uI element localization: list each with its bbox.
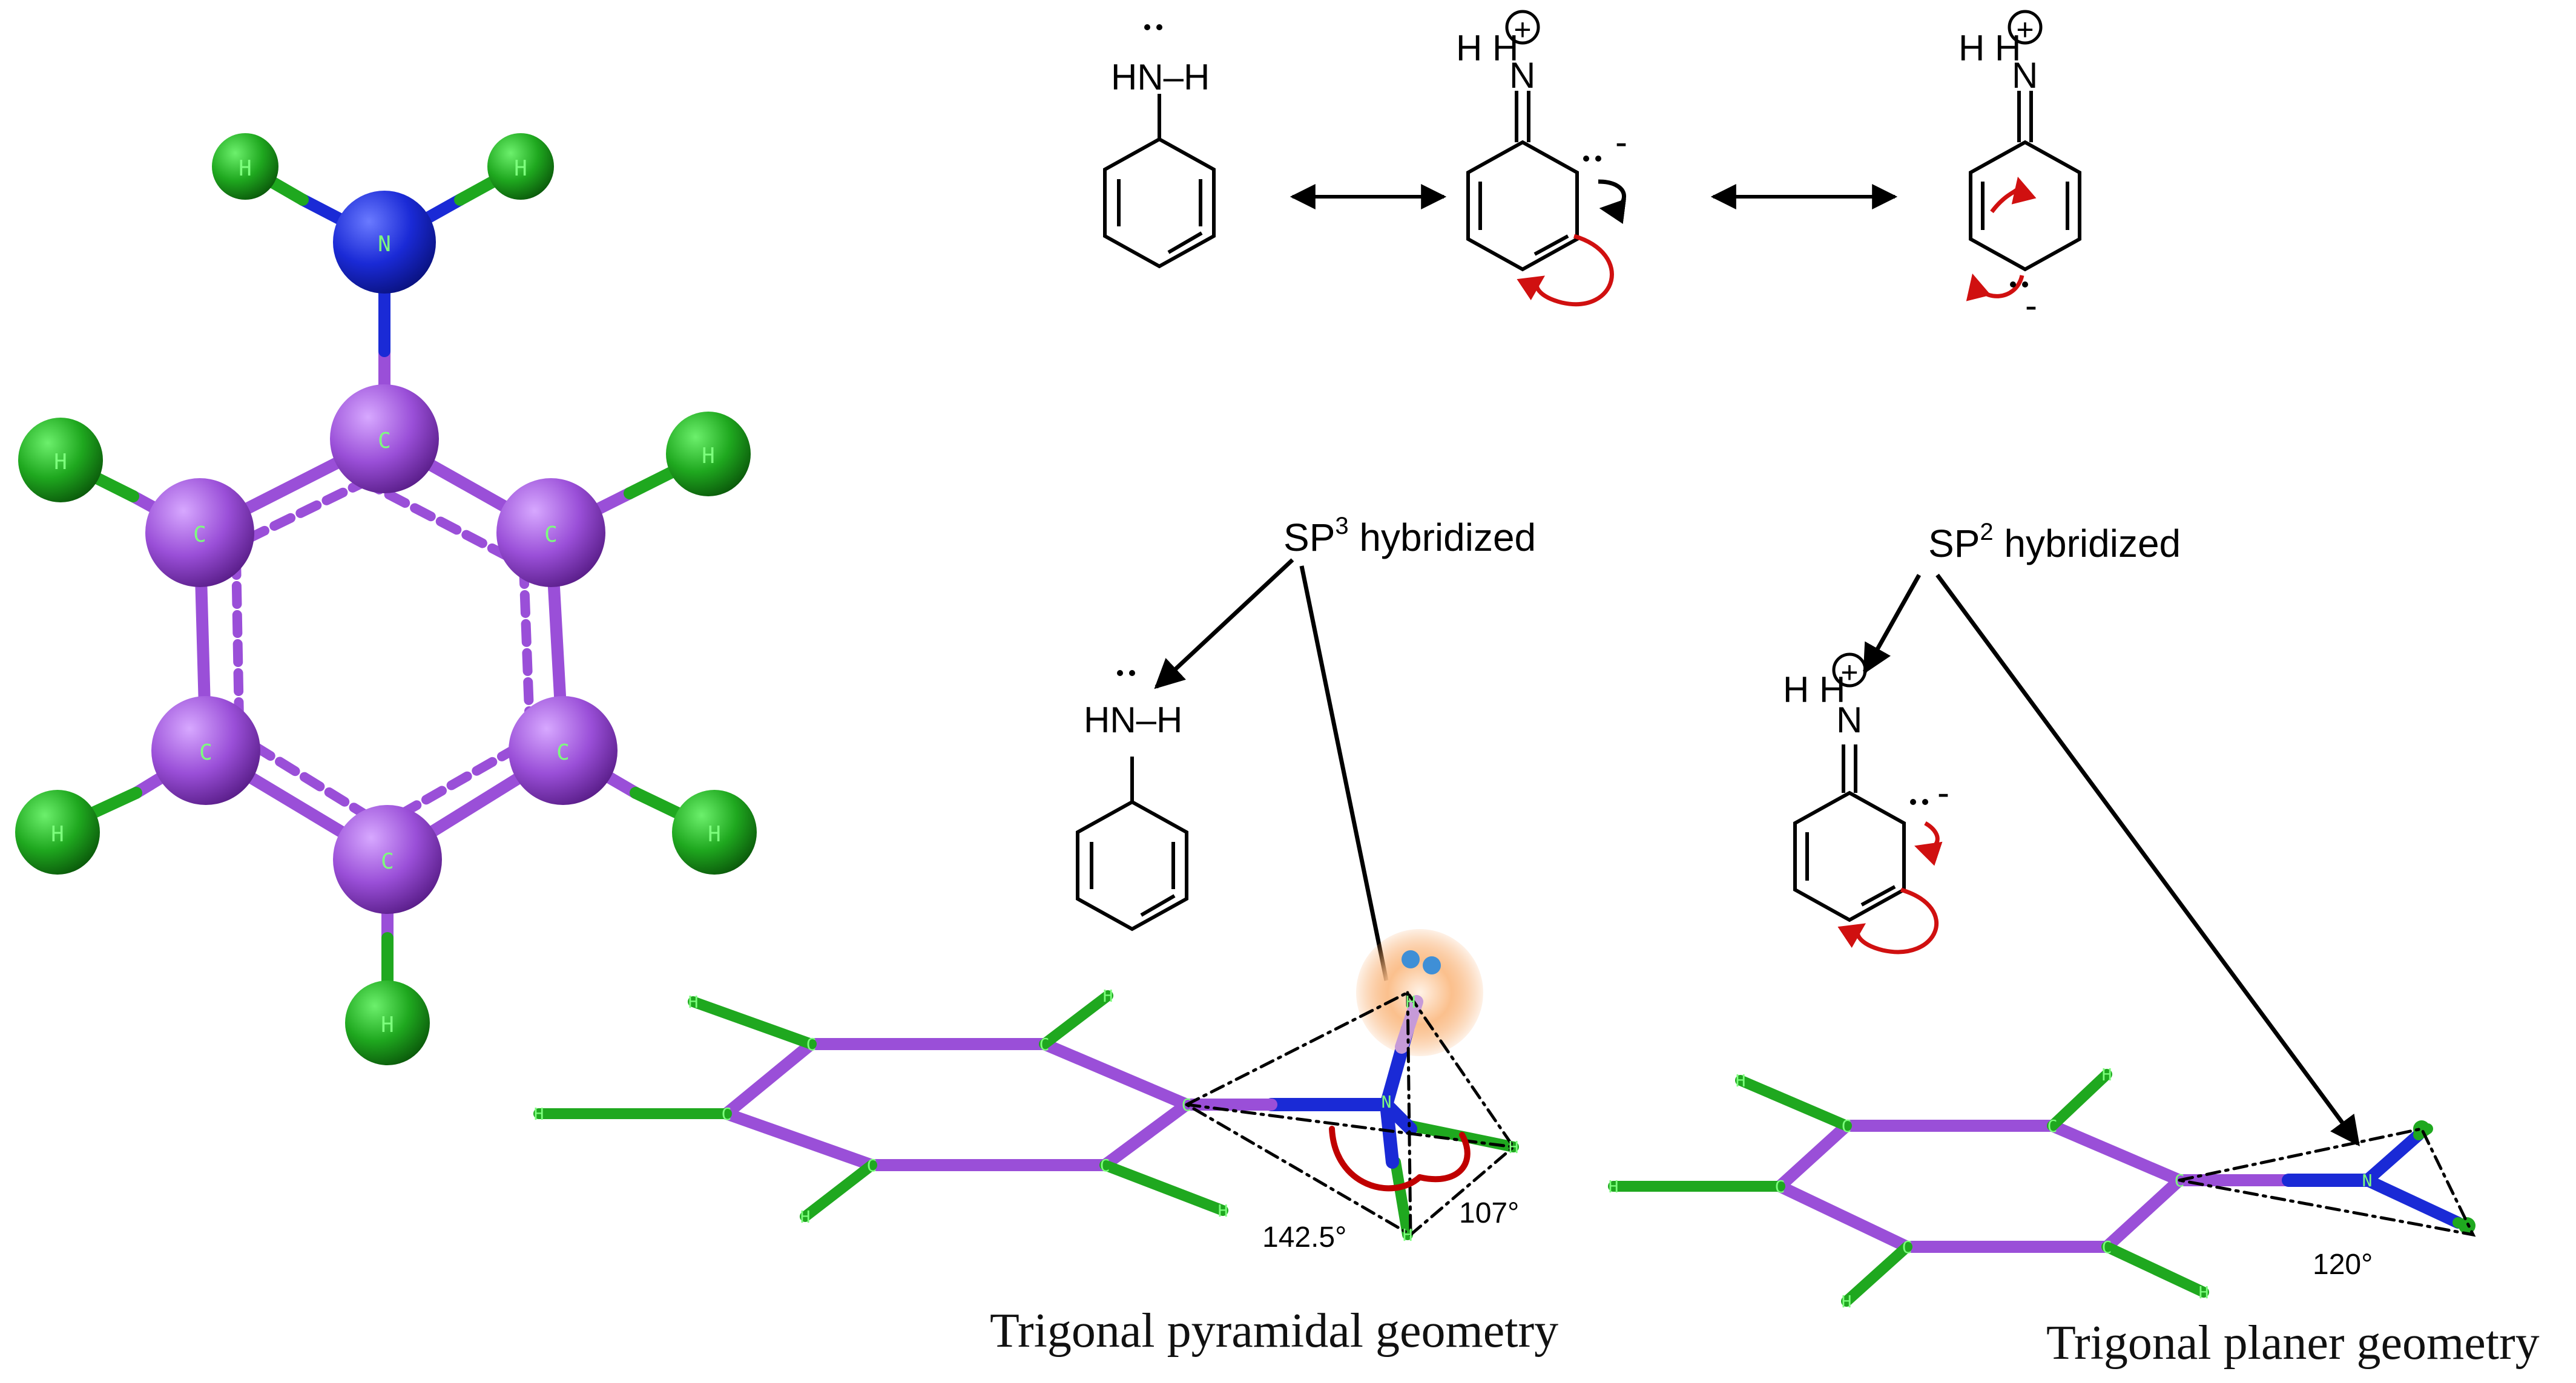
svg-text:H: H xyxy=(2199,1283,2209,1303)
svg-text:C: C xyxy=(2102,1237,2112,1257)
svg-text:C: C xyxy=(199,740,212,765)
svg-text:+: + xyxy=(2016,13,2034,47)
resonance-labels: HN–H H H N + - H H N + - xyxy=(1111,10,2043,326)
svg-text:H: H xyxy=(708,822,721,847)
svg-text:C: C xyxy=(2047,1116,2058,1136)
hydrogen-atom xyxy=(15,790,100,875)
svg-text:+: + xyxy=(1840,655,1858,689)
svg-text:C: C xyxy=(1039,1034,1050,1054)
sp2-label: SP2 hybridized xyxy=(1928,519,2181,565)
carbon-atom xyxy=(333,805,442,914)
hydrogen-atom xyxy=(672,790,757,875)
aniline-structure-1 xyxy=(1103,94,1216,269)
svg-text:C: C xyxy=(193,522,206,547)
iminium-structure-2 xyxy=(1969,91,2081,272)
svg-text:C: C xyxy=(544,522,558,547)
hydrogen-atom xyxy=(18,418,103,502)
hydrogen-atom xyxy=(345,981,430,1065)
svg-text:C: C xyxy=(722,1104,732,1124)
iminium-structure-1 xyxy=(1466,91,1579,272)
angle-label: 120° xyxy=(2313,1249,2373,1281)
resonance-structures xyxy=(1103,91,2081,272)
carbon-atom xyxy=(496,478,605,587)
svg-text:H: H xyxy=(54,450,67,475)
svg-text:+: + xyxy=(1514,13,1531,47)
svg-text:H: H xyxy=(1406,992,1416,1012)
model-atom-letters: C C C C C C N H H H H H H H xyxy=(51,156,721,1037)
hydrogen-atom xyxy=(666,412,751,496)
svg-text:-: - xyxy=(2025,285,2037,326)
svg-text:H: H xyxy=(1842,1292,1852,1312)
svg-text:N: N xyxy=(2012,55,2038,96)
svg-text:C: C xyxy=(1902,1237,1912,1257)
svg-text:C: C xyxy=(1842,1116,1852,1136)
carbon-atom xyxy=(509,696,618,805)
svg-text:SP2 hybridized: SP2 hybridized xyxy=(1928,519,2181,565)
svg-text:C: C xyxy=(867,1155,877,1175)
caption-planar: Trigonal planer geometry xyxy=(2046,1316,2540,1370)
svg-text:HN–H: HN–H xyxy=(1111,57,1210,97)
model-atoms xyxy=(15,133,757,1065)
svg-text:C: C xyxy=(378,429,391,453)
hydrogen-atom xyxy=(487,133,554,200)
svg-text:H: H xyxy=(514,156,527,181)
svg-text:H: H xyxy=(51,822,64,847)
iminium-structure-3 xyxy=(1793,744,1906,922)
svg-text:H: H xyxy=(1609,1177,1619,1197)
svg-text:HN–H: HN–H xyxy=(1084,700,1182,740)
svg-text:N: N xyxy=(1382,1092,1392,1112)
svg-text:H: H xyxy=(1218,1201,1228,1221)
planar-stick-model xyxy=(1608,1069,2476,1307)
caption-pyramidal: Trigonal pyramidal geometry xyxy=(990,1304,1558,1358)
carbon-atom xyxy=(145,478,254,587)
svg-text:H: H xyxy=(381,1013,394,1037)
svg-text:H: H xyxy=(800,1207,811,1227)
svg-text:C: C xyxy=(1182,1095,1192,1115)
svg-text:H: H xyxy=(2102,1065,2112,1085)
svg-text:N: N xyxy=(2362,1171,2373,1191)
svg-text:-: - xyxy=(1615,122,1627,162)
svg-text:H: H xyxy=(239,156,252,181)
svg-text:H: H xyxy=(702,444,715,468)
pointer-arrows xyxy=(1154,558,2360,1146)
svg-text:H: H xyxy=(534,1104,544,1124)
svg-text:H: H xyxy=(1509,1137,1519,1157)
angle-label: 142.5° xyxy=(1262,1221,1346,1253)
svg-text:N: N xyxy=(1509,55,1535,96)
pyramidal-stick-model xyxy=(533,929,1519,1240)
sp3-label: SP3 hybridized xyxy=(1283,513,1536,559)
carbon-atom xyxy=(151,696,260,805)
svg-text:C: C xyxy=(1775,1177,1785,1197)
resonance-curved-arrows xyxy=(1517,176,2037,306)
svg-text:C: C xyxy=(1100,1155,1110,1175)
ball-stick-model: C C C C C C N H H H H H H H xyxy=(15,133,757,1065)
svg-text:H: H xyxy=(1403,1225,1413,1245)
aniline-structure-2 xyxy=(1076,757,1188,931)
svg-text:N: N xyxy=(1836,700,1862,740)
svg-text:-: - xyxy=(1937,772,1949,813)
svg-text:C: C xyxy=(806,1034,817,1054)
nitrogen-atom xyxy=(333,191,436,294)
svg-text:H: H xyxy=(1103,986,1113,1006)
svg-text:H: H xyxy=(688,992,699,1012)
svg-text:SP3 hybridized: SP3 hybridized xyxy=(1283,513,1536,559)
lone-pair-orbital xyxy=(1356,929,1483,1056)
carbon-atom xyxy=(330,384,439,493)
hydrogen-atom xyxy=(212,133,278,200)
svg-text:H: H xyxy=(1736,1071,1746,1091)
svg-text:C: C xyxy=(556,740,570,765)
angle-label: 107° xyxy=(1459,1197,1519,1229)
svg-text:C: C xyxy=(381,849,394,874)
svg-text:N: N xyxy=(378,232,391,257)
svg-text:C: C xyxy=(2175,1171,2185,1191)
